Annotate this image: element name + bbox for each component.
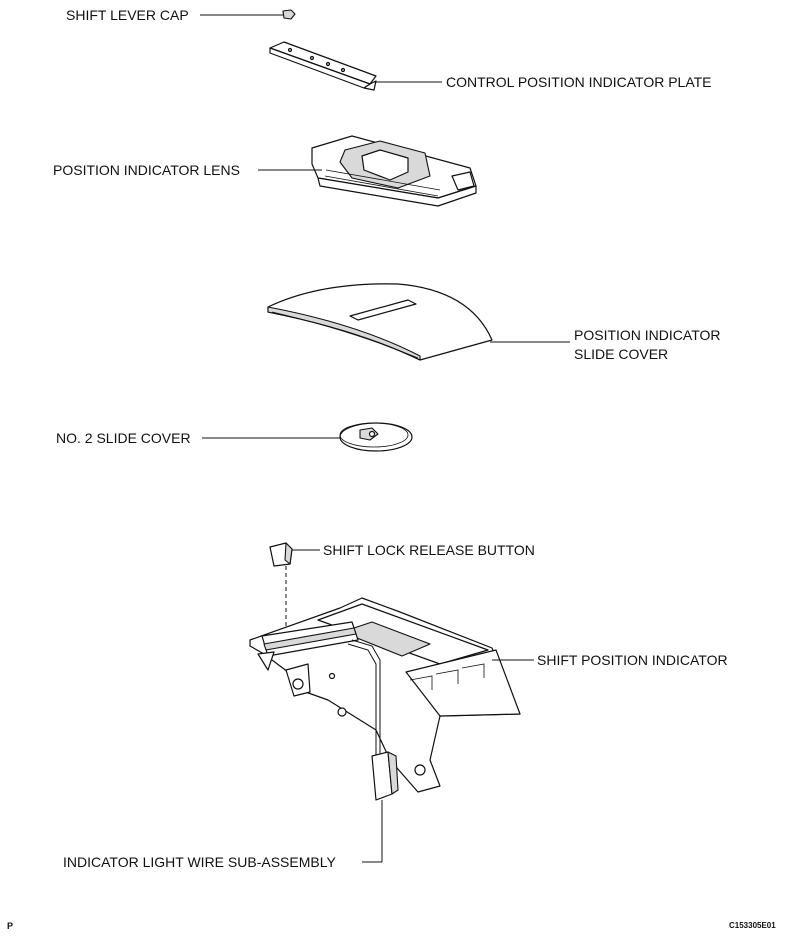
label-position-indicator-slide-cover-line1: POSITION INDICATOR <box>574 327 721 343</box>
label-position-indicator-lens: POSITION INDICATOR LENS <box>53 162 240 178</box>
label-no2-slide-cover: NO. 2 SLIDE COVER <box>56 430 191 446</box>
label-shift-lever-cap: SHIFT LEVER CAP <box>66 7 189 23</box>
page-mark: P <box>7 921 14 931</box>
shift-lock-release-button-part <box>269 542 320 630</box>
label-shift-lock-release-button: SHIFT LOCK RELEASE BUTTON <box>323 542 535 558</box>
position-indicator-slide-cover-part <box>267 283 570 361</box>
label-shift-position-indicator: SHIFT POSITION INDICATOR <box>537 652 728 668</box>
position-indicator-lens-part <box>258 135 477 207</box>
shift-lever-cap-part <box>200 9 296 20</box>
no2-slide-cover-part <box>202 422 413 452</box>
figure-code: C153305E01 <box>729 921 776 930</box>
label-position-indicator-slide-cover-line2: SLIDE COVER <box>574 346 669 362</box>
label-indicator-light-wire-sub-assembly: INDICATOR LIGHT WIRE SUB-ASSEMBLY <box>63 854 336 870</box>
control-position-indicator-plate-part <box>269 41 442 91</box>
label-control-position-indicator-plate: CONTROL POSITION INDICATOR PLATE <box>446 74 712 90</box>
shift-position-indicator-part <box>249 597 534 863</box>
